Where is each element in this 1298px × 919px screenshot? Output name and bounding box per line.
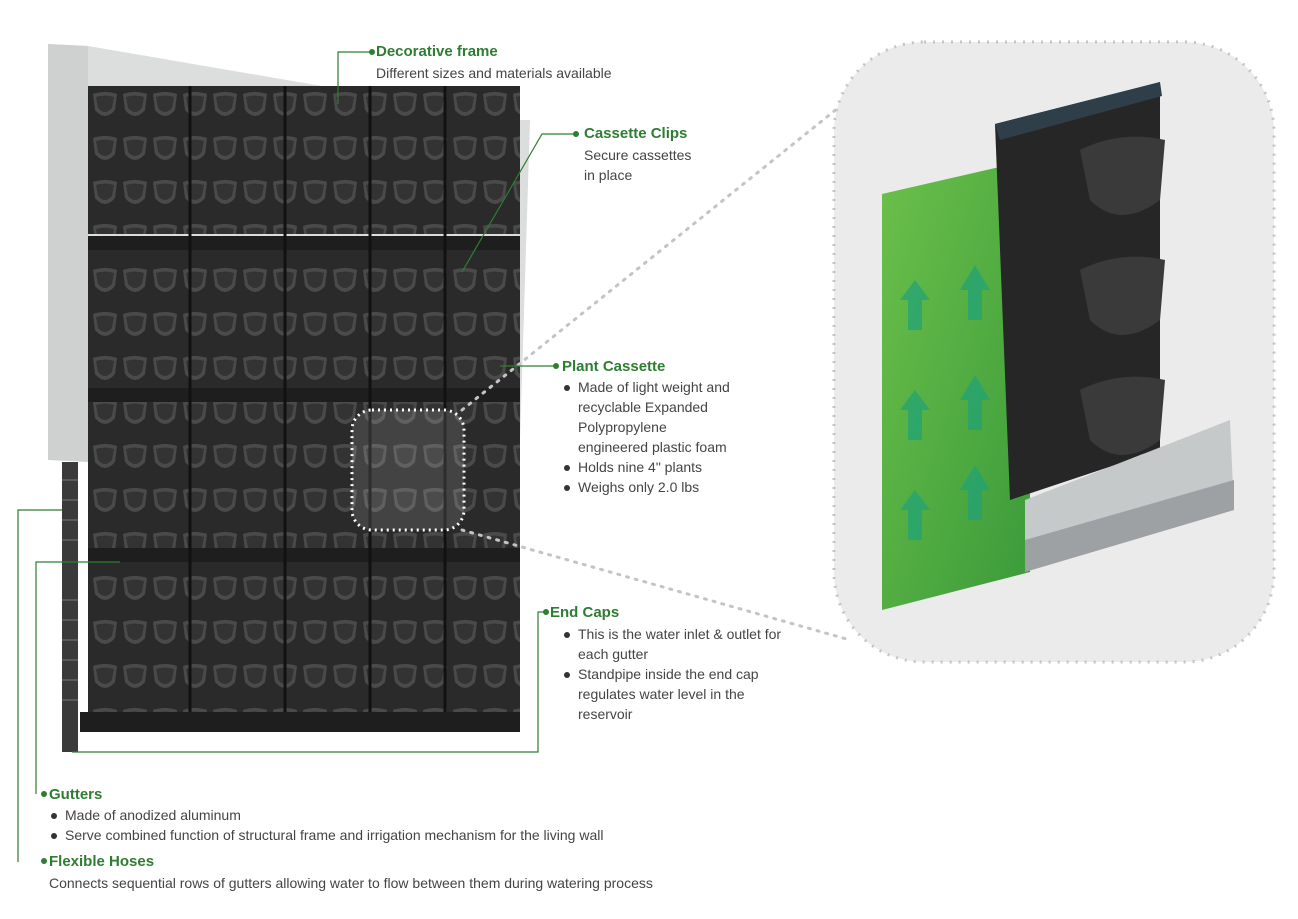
cassette-clips-desc-line2: in place	[584, 167, 633, 183]
plant-cassette-bullet: Made of light weight and recyclable Expa…	[562, 377, 740, 457]
decorative-frame-dot	[369, 49, 375, 55]
cassette-clips-dot	[573, 131, 579, 137]
cassette-clips-title: Cassette Clips	[584, 125, 688, 142]
plant-cassette-bullets: Made of light weight and recyclable Expa…	[562, 377, 740, 497]
flexible-hoses-title: Flexible Hoses	[49, 853, 155, 870]
gutters-bullet: Made of anodized aluminum	[49, 805, 809, 825]
decorative-frame-title: Decorative frame	[376, 43, 498, 60]
flexible-hose	[62, 462, 78, 752]
end-caps-title: End Caps	[550, 604, 620, 621]
end-caps-bullet: Standpipe inside the end cap regulates w…	[562, 664, 782, 724]
gutters-dot	[41, 791, 47, 797]
zoom-detail-panel	[832, 40, 1276, 664]
gutters-title: Gutters	[49, 786, 103, 803]
gutters-bullets: Made of anodized aluminum Serve combined…	[49, 805, 809, 845]
end-caps-bullets: This is the water inlet & outlet for eac…	[562, 624, 782, 724]
plant-cassette-dot	[553, 363, 559, 369]
plant-cassette-bullet: Weighs only 2.0 lbs	[562, 477, 740, 497]
end-caps-dot	[543, 609, 549, 615]
flexible-hoses-dot	[41, 858, 47, 864]
plant-cassette-title: Plant Cassette	[562, 358, 666, 375]
highlighted-cassette	[350, 408, 466, 532]
end-caps-bullet: This is the water inlet & outlet for eac…	[562, 624, 782, 664]
cassette-clips-desc-line1: Secure cassettes	[584, 147, 692, 163]
decorative-frame-desc: Different sizes and materials available	[376, 65, 612, 81]
flexible-hoses-desc: Connects sequential rows of gutters allo…	[49, 875, 653, 891]
gutters-bullet: Serve combined function of structural fr…	[49, 825, 809, 845]
leader-lines	[17, 51, 576, 862]
zoom-connector-lines	[460, 106, 852, 642]
wall-body	[80, 86, 520, 732]
plant-cassette-bullet: Holds nine 4" plants	[562, 457, 740, 477]
